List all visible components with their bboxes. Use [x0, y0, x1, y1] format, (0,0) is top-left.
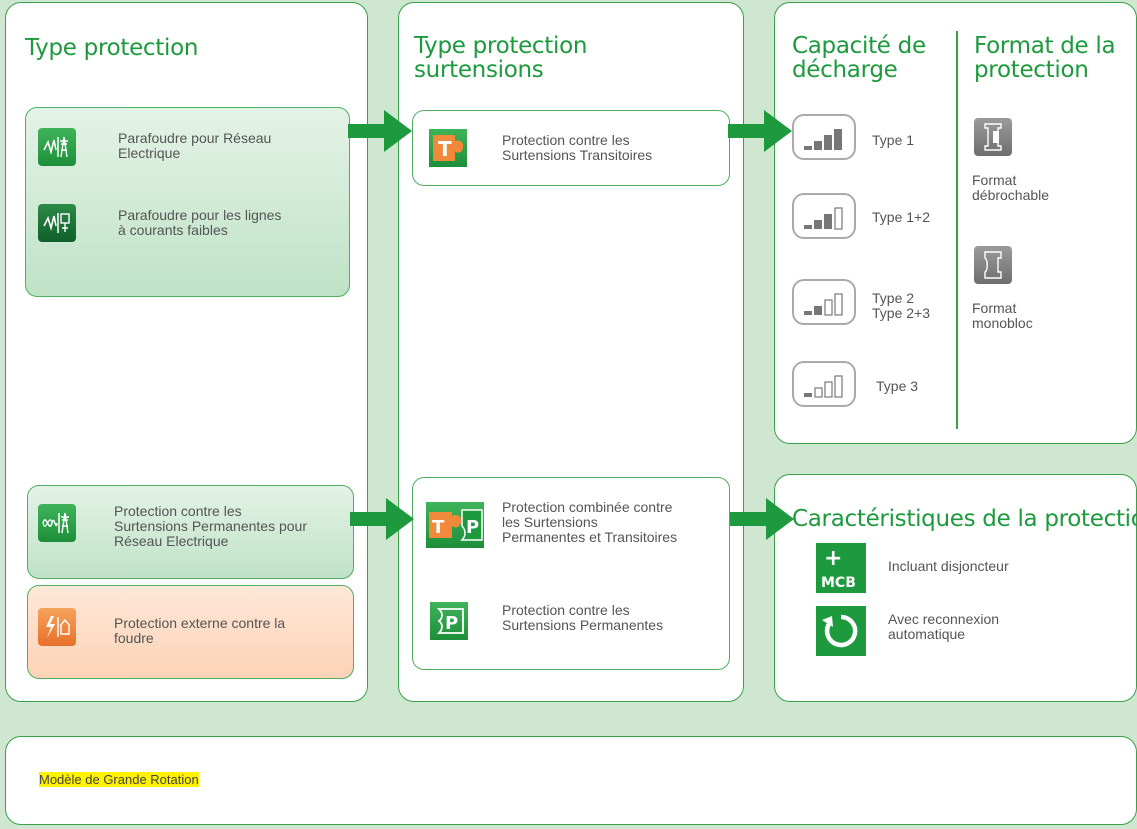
- arrow-right-icon: [728, 110, 792, 152]
- item-label: Protection contre les Surtensions Perman…: [114, 503, 307, 549]
- plug-in-module-icon: [974, 118, 1012, 156]
- type-label: Type 2 Type 2+3: [872, 290, 930, 321]
- panel-features: Caractéristiques de la protection + MCB I…: [774, 474, 1137, 702]
- arrow-right-icon: [350, 498, 414, 540]
- transient-t-icon: T: [429, 129, 467, 167]
- item-label: Protection externe contre la foudre: [114, 615, 286, 646]
- svg-text:MCB: MCB: [821, 575, 856, 591]
- type-label: Type 1: [872, 132, 915, 148]
- item-label: Protection contre les Surtensions Perman…: [502, 602, 664, 633]
- type-2-icon: [792, 279, 856, 325]
- permanent-p-icon: P: [430, 602, 468, 640]
- panel-surge-type: Type protection surtensions T Protection…: [398, 2, 744, 702]
- group-external-lightning: Protection externe contre la foudre: [27, 585, 354, 679]
- item-label: Protection combinée contre les Surtensio…: [502, 499, 678, 545]
- format-label: Format débrochable: [972, 172, 1050, 203]
- svg-text:P: P: [466, 517, 479, 538]
- footer-panel: Modèle de Grande Rotation: [5, 736, 1137, 825]
- type-label: Type 3: [876, 378, 919, 394]
- svg-text:+: +: [824, 546, 842, 571]
- item-label: Parafoudre pour Réseau Electrique: [118, 130, 272, 161]
- arrow-right-icon: [348, 110, 412, 152]
- panel-title: Format de la protection: [974, 33, 1116, 83]
- feature-label: Incluant disjoncteur: [888, 558, 1009, 574]
- panel-type-protection: Type protection Parafoudre pour Réseau E…: [5, 2, 368, 702]
- type-1-icon: [792, 114, 856, 160]
- svg-text:T: T: [438, 137, 452, 161]
- footer-label[interactable]: Modèle de Grande Rotation: [39, 772, 199, 787]
- panel-title: Capacité de décharge: [792, 33, 926, 83]
- column-divider: [956, 31, 958, 429]
- svg-text:P: P: [445, 613, 458, 634]
- feature-label: Avec reconnexion automatique: [888, 611, 1000, 642]
- arrow-right-icon: [730, 498, 794, 540]
- panel-title: Caractéristiques de la protection: [792, 506, 1137, 532]
- type-label: Type 1+2: [872, 209, 930, 225]
- card-transient: T Protection contre les Surtensions Tran…: [412, 110, 730, 186]
- external-lightning-icon: [38, 608, 76, 646]
- item-label: Parafoudre pour les lignes à courants fa…: [118, 207, 282, 238]
- group-network-lightning: Parafoudre pour Réseau Electrique Parafo…: [25, 107, 350, 297]
- lightning-grid-icon: [38, 128, 76, 166]
- format-label: Format monobloc: [972, 300, 1033, 331]
- bars-4: [804, 129, 842, 150]
- monobloc-module-icon: [974, 246, 1012, 284]
- panel-capacity-format: Capacité de décharge Format de la protec…: [774, 2, 1137, 444]
- permanent-surge-grid-icon: [38, 504, 76, 542]
- item-label: Protection contre les Surtensions Transi…: [502, 132, 653, 163]
- panel-title: Type protection: [25, 35, 199, 61]
- type-3-icon: [792, 361, 856, 407]
- type-1-2-icon: [792, 193, 856, 239]
- lightning-data-icon: [38, 204, 76, 242]
- mcb-icon: + MCB: [816, 543, 866, 593]
- group-permanent-network: Protection contre les Surtensions Perman…: [27, 485, 354, 579]
- panel-title: Type protection surtensions: [414, 33, 588, 83]
- auto-reclose-icon: [816, 606, 866, 656]
- svg-text:T: T: [432, 517, 445, 538]
